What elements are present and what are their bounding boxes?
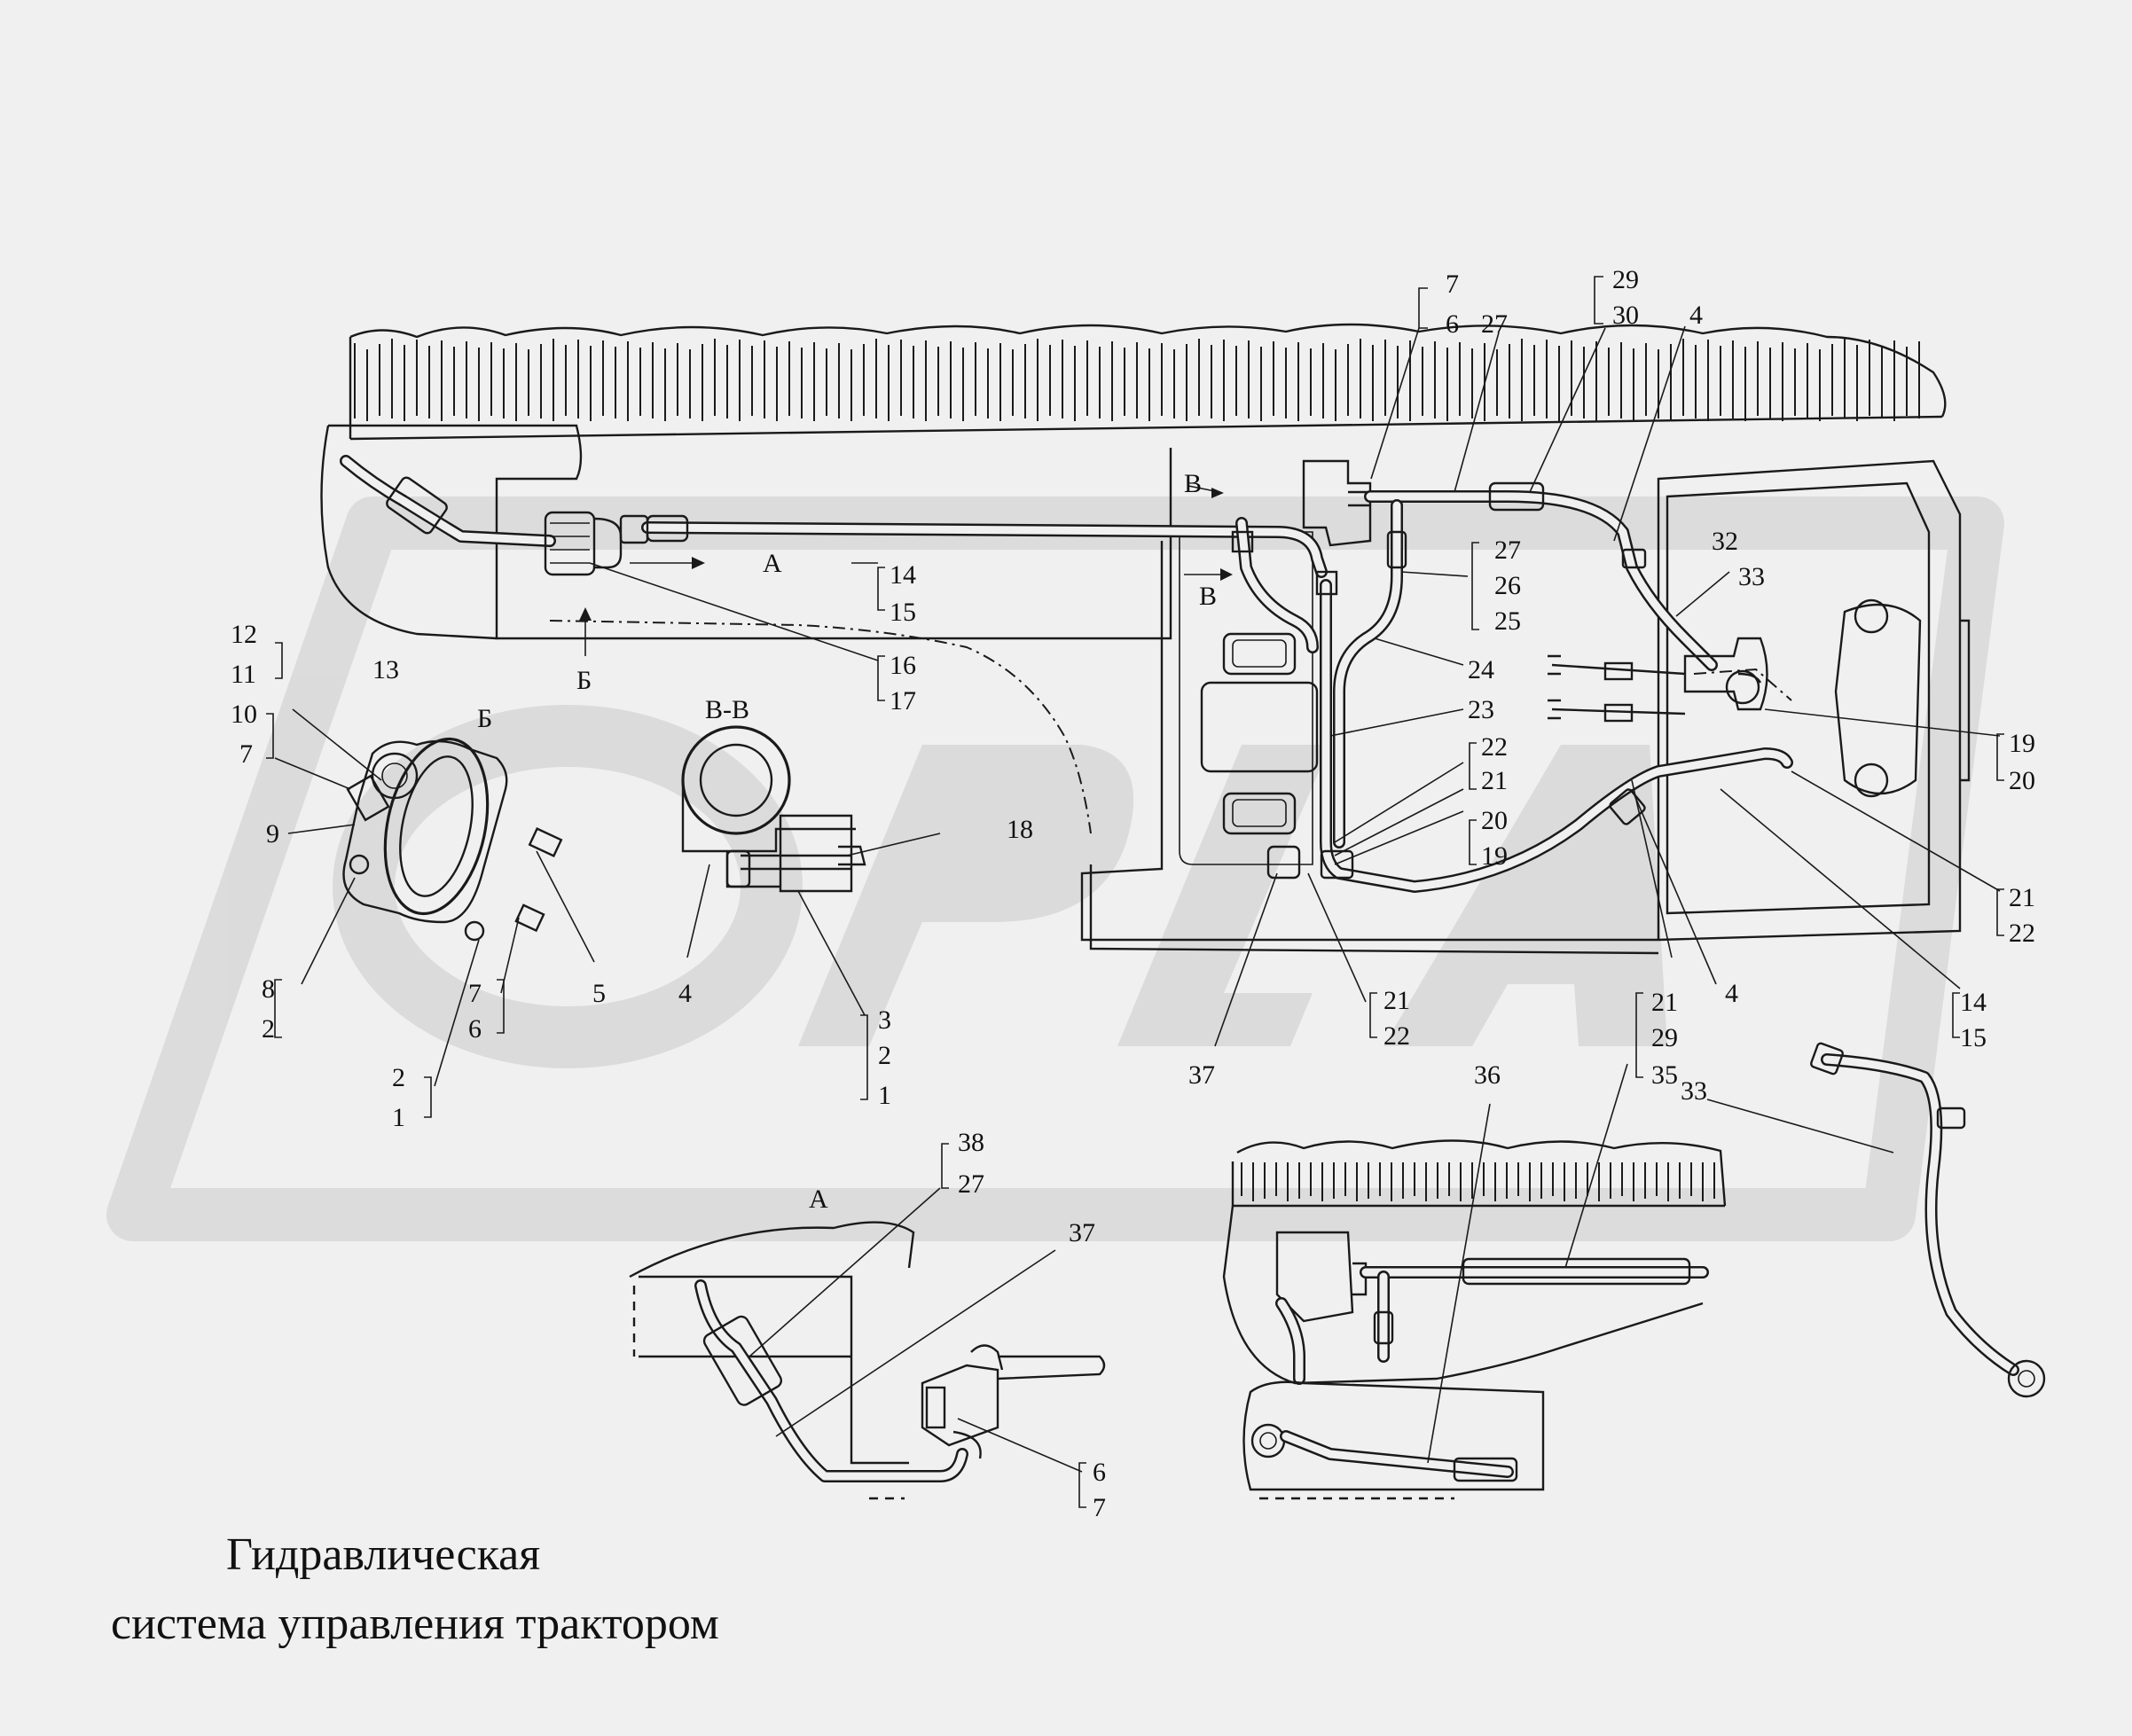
callout-11: 11	[231, 660, 256, 689]
callout-2c: 2	[878, 1041, 891, 1070]
section-mark-v-top: В	[1184, 469, 1202, 498]
callout-15b: 15	[1960, 1023, 1987, 1052]
callout-34: 35	[1651, 1060, 1678, 1090]
callout-38: 38	[958, 1128, 984, 1157]
callout-12: 12	[231, 620, 257, 649]
callout-29b: 29	[1651, 1023, 1678, 1052]
caption-line-2: система управления трактором	[111, 1599, 719, 1649]
section-mark-b: Б	[576, 666, 592, 695]
callout-7a: 7	[1446, 270, 1459, 299]
callout-2a: 2	[262, 1014, 275, 1044]
callout-5: 5	[592, 979, 606, 1008]
section-mark-a: А	[763, 549, 782, 578]
callout-19a: 19	[1481, 841, 1508, 871]
callout-23: 23	[1468, 695, 1494, 724]
callout-33a: 33	[1738, 562, 1765, 591]
callout-1c: 1	[878, 1081, 891, 1110]
callout-20b: 20	[2009, 766, 2035, 795]
callout-4a: 4	[1689, 301, 1703, 330]
callout-21b: 21	[2009, 883, 2035, 912]
section-vv-view	[681, 725, 866, 893]
callout-21c: 21	[1383, 986, 1410, 1015]
callout-27b: 27	[958, 1169, 984, 1199]
callout-37: 37	[1069, 1218, 1095, 1247]
main-assembly	[320, 323, 1971, 955]
callout-21a: 21	[1481, 766, 1508, 795]
callout-labels: 7 6 27 29 30 4 32 33 27 26 25 24 23 22 2…	[231, 265, 2035, 1522]
callout-9: 9	[266, 819, 279, 848]
callout-16: 16	[890, 651, 916, 680]
callout-24: 24	[1468, 655, 1494, 684]
callout-22b: 22	[2009, 919, 2035, 948]
callout-17: 17	[890, 686, 916, 716]
leader-lines	[266, 276, 2004, 1508]
callout-22a: 22	[1481, 732, 1508, 762]
callout-26: 26	[1494, 571, 1521, 600]
callout-10: 10	[231, 700, 257, 729]
callout-6b: 6	[1093, 1458, 1106, 1487]
callout-14b: 14	[1960, 988, 1987, 1017]
bottom-right-inset	[1222, 1139, 1727, 1500]
caption-line-1: Гидравлическая	[226, 1529, 540, 1580]
callout-28: 27	[1481, 309, 1508, 339]
callout-1b: 1	[392, 1103, 405, 1132]
frame-hatching	[354, 339, 1920, 421]
callout-30: 30	[1612, 301, 1639, 330]
callout-13: 13	[372, 655, 399, 684]
view-a-inset	[629, 1221, 1106, 1500]
section-mark-v-bottom: В	[1199, 582, 1217, 611]
section-b-view	[342, 737, 563, 942]
callout-27a: 27	[1494, 536, 1521, 565]
callout-29a: 29	[1612, 265, 1639, 294]
watermark-logo	[106, 497, 2004, 1241]
callout-4c: 4	[678, 979, 692, 1008]
callout-33b: 33	[1681, 1076, 1707, 1106]
callout-6c: 6	[468, 1014, 482, 1044]
part-33-pipe	[1810, 1042, 2046, 1398]
callout-2b: 2	[392, 1063, 405, 1092]
callout-36: 37	[1188, 1060, 1215, 1090]
callout-18: 18	[1007, 815, 1033, 844]
callout-7b: 7	[239, 739, 253, 769]
diagram-caption: Гидравлическая система управления тракто…	[111, 1529, 719, 1649]
callout-8: 8	[262, 974, 275, 1004]
callout-3: 3	[878, 1005, 891, 1035]
section-mark-a-view: А	[809, 1185, 828, 1214]
callout-15a: 15	[890, 598, 916, 627]
callout-4b: 4	[1725, 979, 1738, 1008]
callout-19b: 19	[2009, 729, 2035, 758]
callout-6a: 6	[1446, 309, 1459, 339]
callout-20a: 20	[1481, 806, 1508, 835]
section-mark-vv: В-В	[705, 695, 749, 724]
callout-7d: 7	[1093, 1493, 1106, 1522]
callout-35: 36	[1474, 1060, 1501, 1090]
callout-21d: 21	[1651, 988, 1678, 1017]
callout-7c: 7	[468, 979, 482, 1008]
section-mark-b-view: Б	[477, 704, 492, 733]
callout-32: 32	[1712, 527, 1738, 556]
callout-25: 25	[1494, 606, 1521, 636]
callout-14a: 14	[890, 560, 916, 590]
callout-22c: 22	[1383, 1021, 1410, 1051]
inset-hatching	[1241, 1162, 1715, 1201]
